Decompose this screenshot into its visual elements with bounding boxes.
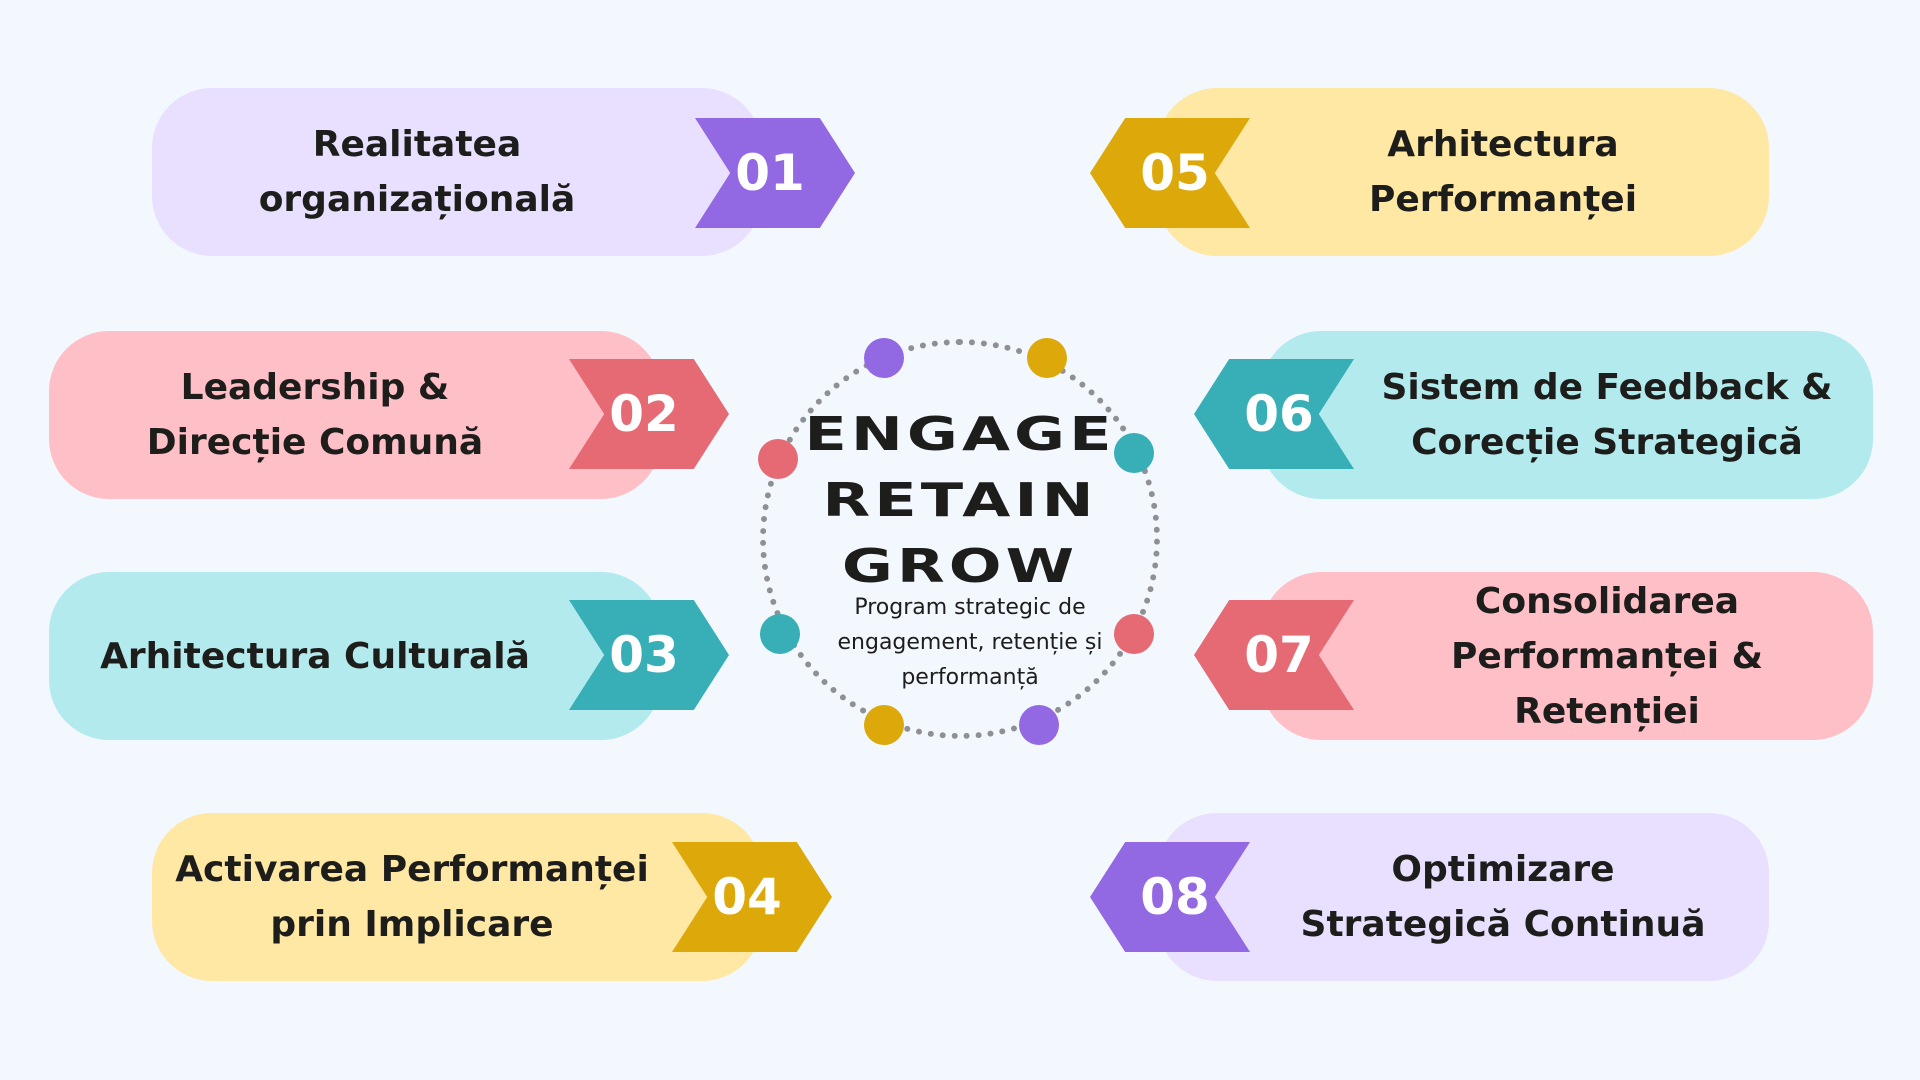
step-badge-04: 04 xyxy=(672,842,832,952)
step-label: Activarea Performanței xyxy=(175,849,649,890)
step-label: Realitatea xyxy=(312,124,522,165)
dot-teal xyxy=(1114,433,1154,473)
step-label: organizațională xyxy=(258,179,576,220)
dot-purple xyxy=(864,338,904,378)
title-retain: RETAIN xyxy=(822,473,1098,527)
step-card-01: Realitatea organizațională xyxy=(152,88,762,256)
dotted-circle xyxy=(760,339,1160,739)
step-badge-08: 08 xyxy=(1090,842,1250,952)
step-card-06: Sistem de Feedback & Corecție Strategică xyxy=(1261,331,1873,499)
step-label: Direcție Comună xyxy=(146,422,484,463)
step-card-03: Arhitectura Culturală xyxy=(49,572,661,740)
step-label: Consolidarea xyxy=(1474,580,1740,622)
step-card-02: Leadership & Direcție Comună xyxy=(49,331,661,499)
step-badge-02: 02 xyxy=(569,359,729,469)
step-label: Sistem de Feedback & xyxy=(1381,367,1833,408)
dot-yellow xyxy=(864,705,904,745)
step-number: 01 xyxy=(735,144,805,202)
step-label: Retenției xyxy=(1514,690,1700,732)
step-number: 06 xyxy=(1244,385,1314,443)
dot-red xyxy=(1114,614,1154,654)
step-number: 08 xyxy=(1140,868,1210,926)
title-grow: GROW xyxy=(841,539,1079,593)
step-label: Performanței xyxy=(1368,179,1638,220)
step-label: Leadership & xyxy=(180,367,450,408)
step-badge-03: 03 xyxy=(569,600,729,710)
step-number: 04 xyxy=(712,868,782,926)
step-label: Optimizare xyxy=(1391,849,1615,890)
step-number: 05 xyxy=(1140,144,1210,202)
dot-teal xyxy=(760,614,800,654)
dot-yellow xyxy=(1027,338,1067,378)
step-number: 07 xyxy=(1244,626,1314,684)
dot-purple xyxy=(1019,705,1059,745)
step-label: Strategică Continuă xyxy=(1300,904,1706,945)
step-label: prin Implicare xyxy=(270,904,554,945)
step-label: Corecție Strategică xyxy=(1411,422,1803,463)
step-label: Arhitectura Culturală xyxy=(100,635,530,677)
title-engage: ENGAGE xyxy=(804,407,1116,461)
step-card-04: Activarea Performanței prin Implicare xyxy=(152,813,762,981)
step-label: Arhitectura xyxy=(1387,124,1619,165)
step-label: Performanței & xyxy=(1450,635,1764,677)
step-number: 03 xyxy=(609,626,679,684)
dot-red xyxy=(758,439,798,479)
center-subtitle: Program strategic de engagement, retenți… xyxy=(837,595,1103,690)
step-number: 02 xyxy=(609,385,679,443)
